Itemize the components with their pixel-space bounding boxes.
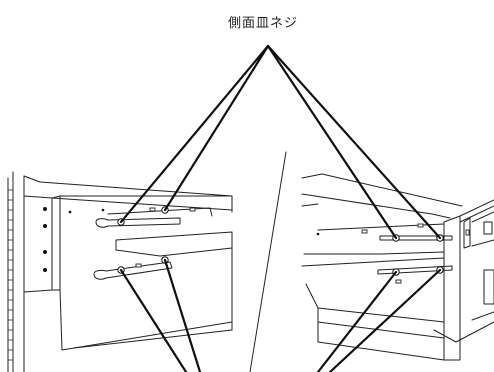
- view-divider: [249, 151, 287, 372]
- middle-shelf-right: [301, 251, 445, 267]
- right-rail-view: [301, 173, 494, 361]
- left-rail-view: [7, 171, 233, 372]
- leader-lines-upper: [119, 44, 442, 240]
- upper-rail-right: [316, 223, 453, 241]
- callout-label: 側面皿ネジ: [228, 16, 299, 31]
- chassis-bottom-right: [305, 283, 494, 361]
- chassis-bottom-left: [59, 247, 233, 351]
- upper-rail-left: [68, 207, 213, 228]
- lower-rail-left: [93, 261, 173, 280]
- chassis-top-left: [23, 175, 233, 213]
- leader-lines-lower: [119, 258, 442, 372]
- rack-post-left: [7, 171, 25, 372]
- front-flange-left: [23, 195, 61, 293]
- chassis-top-right: [301, 173, 463, 231]
- lower-rail-right: [377, 265, 453, 284]
- front-bracket-right: [443, 199, 494, 361]
- middle-shelf-left: [115, 231, 233, 257]
